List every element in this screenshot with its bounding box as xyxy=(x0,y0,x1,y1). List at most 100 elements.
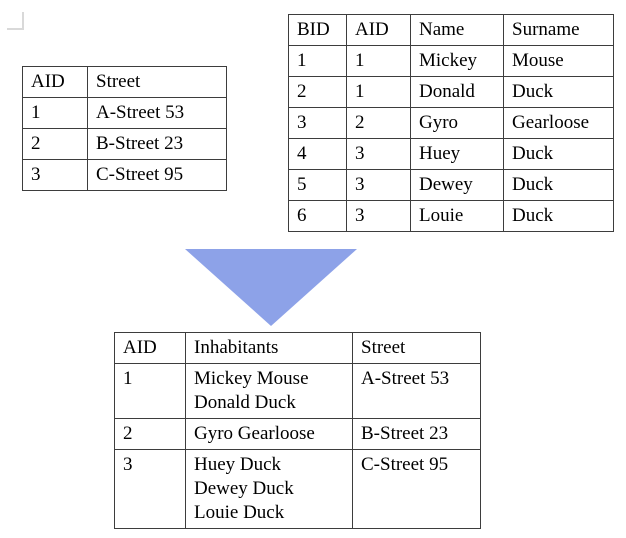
table-cell: 3 xyxy=(114,449,186,529)
table-row: 2 Gyro Gearloose B-Street 23 xyxy=(114,418,481,450)
cell-line: 4 xyxy=(297,143,307,164)
table-cell: B-Street 23 xyxy=(352,418,481,450)
cell-line: Duck xyxy=(512,81,554,102)
table-cell: Gyro xyxy=(410,107,504,139)
column-header: AID xyxy=(114,332,186,364)
column-header: Inhabitants xyxy=(185,332,353,364)
table-cell: Duck xyxy=(503,138,614,170)
column-header: Name xyxy=(410,14,504,46)
table-cell: 2 xyxy=(346,107,411,139)
cell-line: Mouse xyxy=(512,50,564,71)
table-cell: A-Street 53 xyxy=(87,97,227,129)
cell-line: 1 xyxy=(297,50,307,71)
cell-line: 3 xyxy=(355,174,365,195)
table-row: 1 1 Mickey Mouse xyxy=(288,45,614,77)
cell-line: 5 xyxy=(297,174,307,195)
table-cell: 3 xyxy=(346,200,411,232)
cell-line: C-Street 95 xyxy=(361,454,449,475)
table-row: 1 A-Street 53 xyxy=(22,97,227,129)
cell-line: Huey xyxy=(419,143,461,164)
cell-line: B-Street 23 xyxy=(96,133,184,154)
table-cell: 1 xyxy=(114,363,186,419)
table-cell: C-Street 95 xyxy=(87,159,227,191)
table-cell: 1 xyxy=(346,45,411,77)
cell-line: 1 xyxy=(31,102,41,123)
table-row: 6 3 Louie Duck xyxy=(288,200,614,232)
table-cell: C-Street 95 xyxy=(352,449,481,529)
cell-line: Louie xyxy=(419,205,464,226)
table-cell: 3 xyxy=(346,138,411,170)
cell-line: B-Street 23 xyxy=(361,423,449,444)
cell-line: 3 xyxy=(31,164,41,185)
table-cell: 3 xyxy=(346,169,411,201)
column-header: Street xyxy=(87,66,227,98)
table-cell: Gyro Gearloose xyxy=(185,418,353,450)
table-cell: 2 xyxy=(22,128,88,160)
cell-line: Duck xyxy=(512,205,554,226)
cell-line: Duck xyxy=(512,174,554,195)
cell-line: Duck xyxy=(512,143,554,164)
cell-line: C-Street 95 xyxy=(96,164,184,185)
cell-line: 6 xyxy=(297,205,307,226)
cell-line: 3 xyxy=(297,112,307,133)
column-header: Street xyxy=(352,332,481,364)
cell-line: Dewey Duck xyxy=(194,478,294,499)
table-cell: A-Street 53 xyxy=(352,363,481,419)
table-cell: 1 xyxy=(346,76,411,108)
cell-line: Mickey Mouse xyxy=(194,368,309,389)
cell-line: Dewey xyxy=(419,174,473,195)
table-cell: 4 xyxy=(288,138,347,170)
cell-line: Gyro Gearloose xyxy=(194,423,315,444)
column-header: BID xyxy=(288,14,347,46)
cell-line: Gyro xyxy=(419,112,459,133)
cell-line: Louie Duck xyxy=(194,502,285,523)
table-row: 5 3 Dewey Duck xyxy=(288,169,614,201)
table-cell: 2 xyxy=(288,76,347,108)
table-cell: Gearloose xyxy=(503,107,614,139)
table-cell: Mickey xyxy=(410,45,504,77)
table-row: 3 C-Street 95 xyxy=(22,159,227,191)
table-cell: 5 xyxy=(288,169,347,201)
cell-line: 1 xyxy=(123,368,133,389)
column-header: AID xyxy=(346,14,411,46)
cell-line: 3 xyxy=(355,143,365,164)
table-cell: 6 xyxy=(288,200,347,232)
table-cell: Duck xyxy=(503,76,614,108)
table-cell: 3 xyxy=(288,107,347,139)
table-cell: 1 xyxy=(288,45,347,77)
table-cell: Louie xyxy=(410,200,504,232)
cell-line: A-Street 53 xyxy=(361,368,450,389)
cell-line: 1 xyxy=(355,50,365,71)
cell-line: 2 xyxy=(297,81,307,102)
cell-line: 3 xyxy=(123,454,133,475)
column-header: Surname xyxy=(503,14,614,46)
table-cell: Duck xyxy=(503,169,614,201)
table-cell: Dewey xyxy=(410,169,504,201)
table-row: 2 1 Donald Duck xyxy=(288,76,614,108)
cell-line: 2 xyxy=(123,423,133,444)
table-row: 4 3 Huey Duck xyxy=(288,138,614,170)
cell-line: 3 xyxy=(355,205,365,226)
table-row: 2 B-Street 23 xyxy=(22,128,227,160)
table-cell: 1 xyxy=(22,97,88,129)
cell-line: Donald xyxy=(419,81,475,102)
table-cell: 2 xyxy=(114,418,186,450)
cell-line: Mickey xyxy=(419,50,478,71)
column-header: AID xyxy=(22,66,88,98)
table-cell: Duck xyxy=(503,200,614,232)
table-row: 3 2 Gyro Gearloose xyxy=(288,107,614,139)
cell-line: 1 xyxy=(355,81,365,102)
text-boundary-corner-mark xyxy=(7,12,24,30)
table-cell: 3 xyxy=(22,159,88,191)
